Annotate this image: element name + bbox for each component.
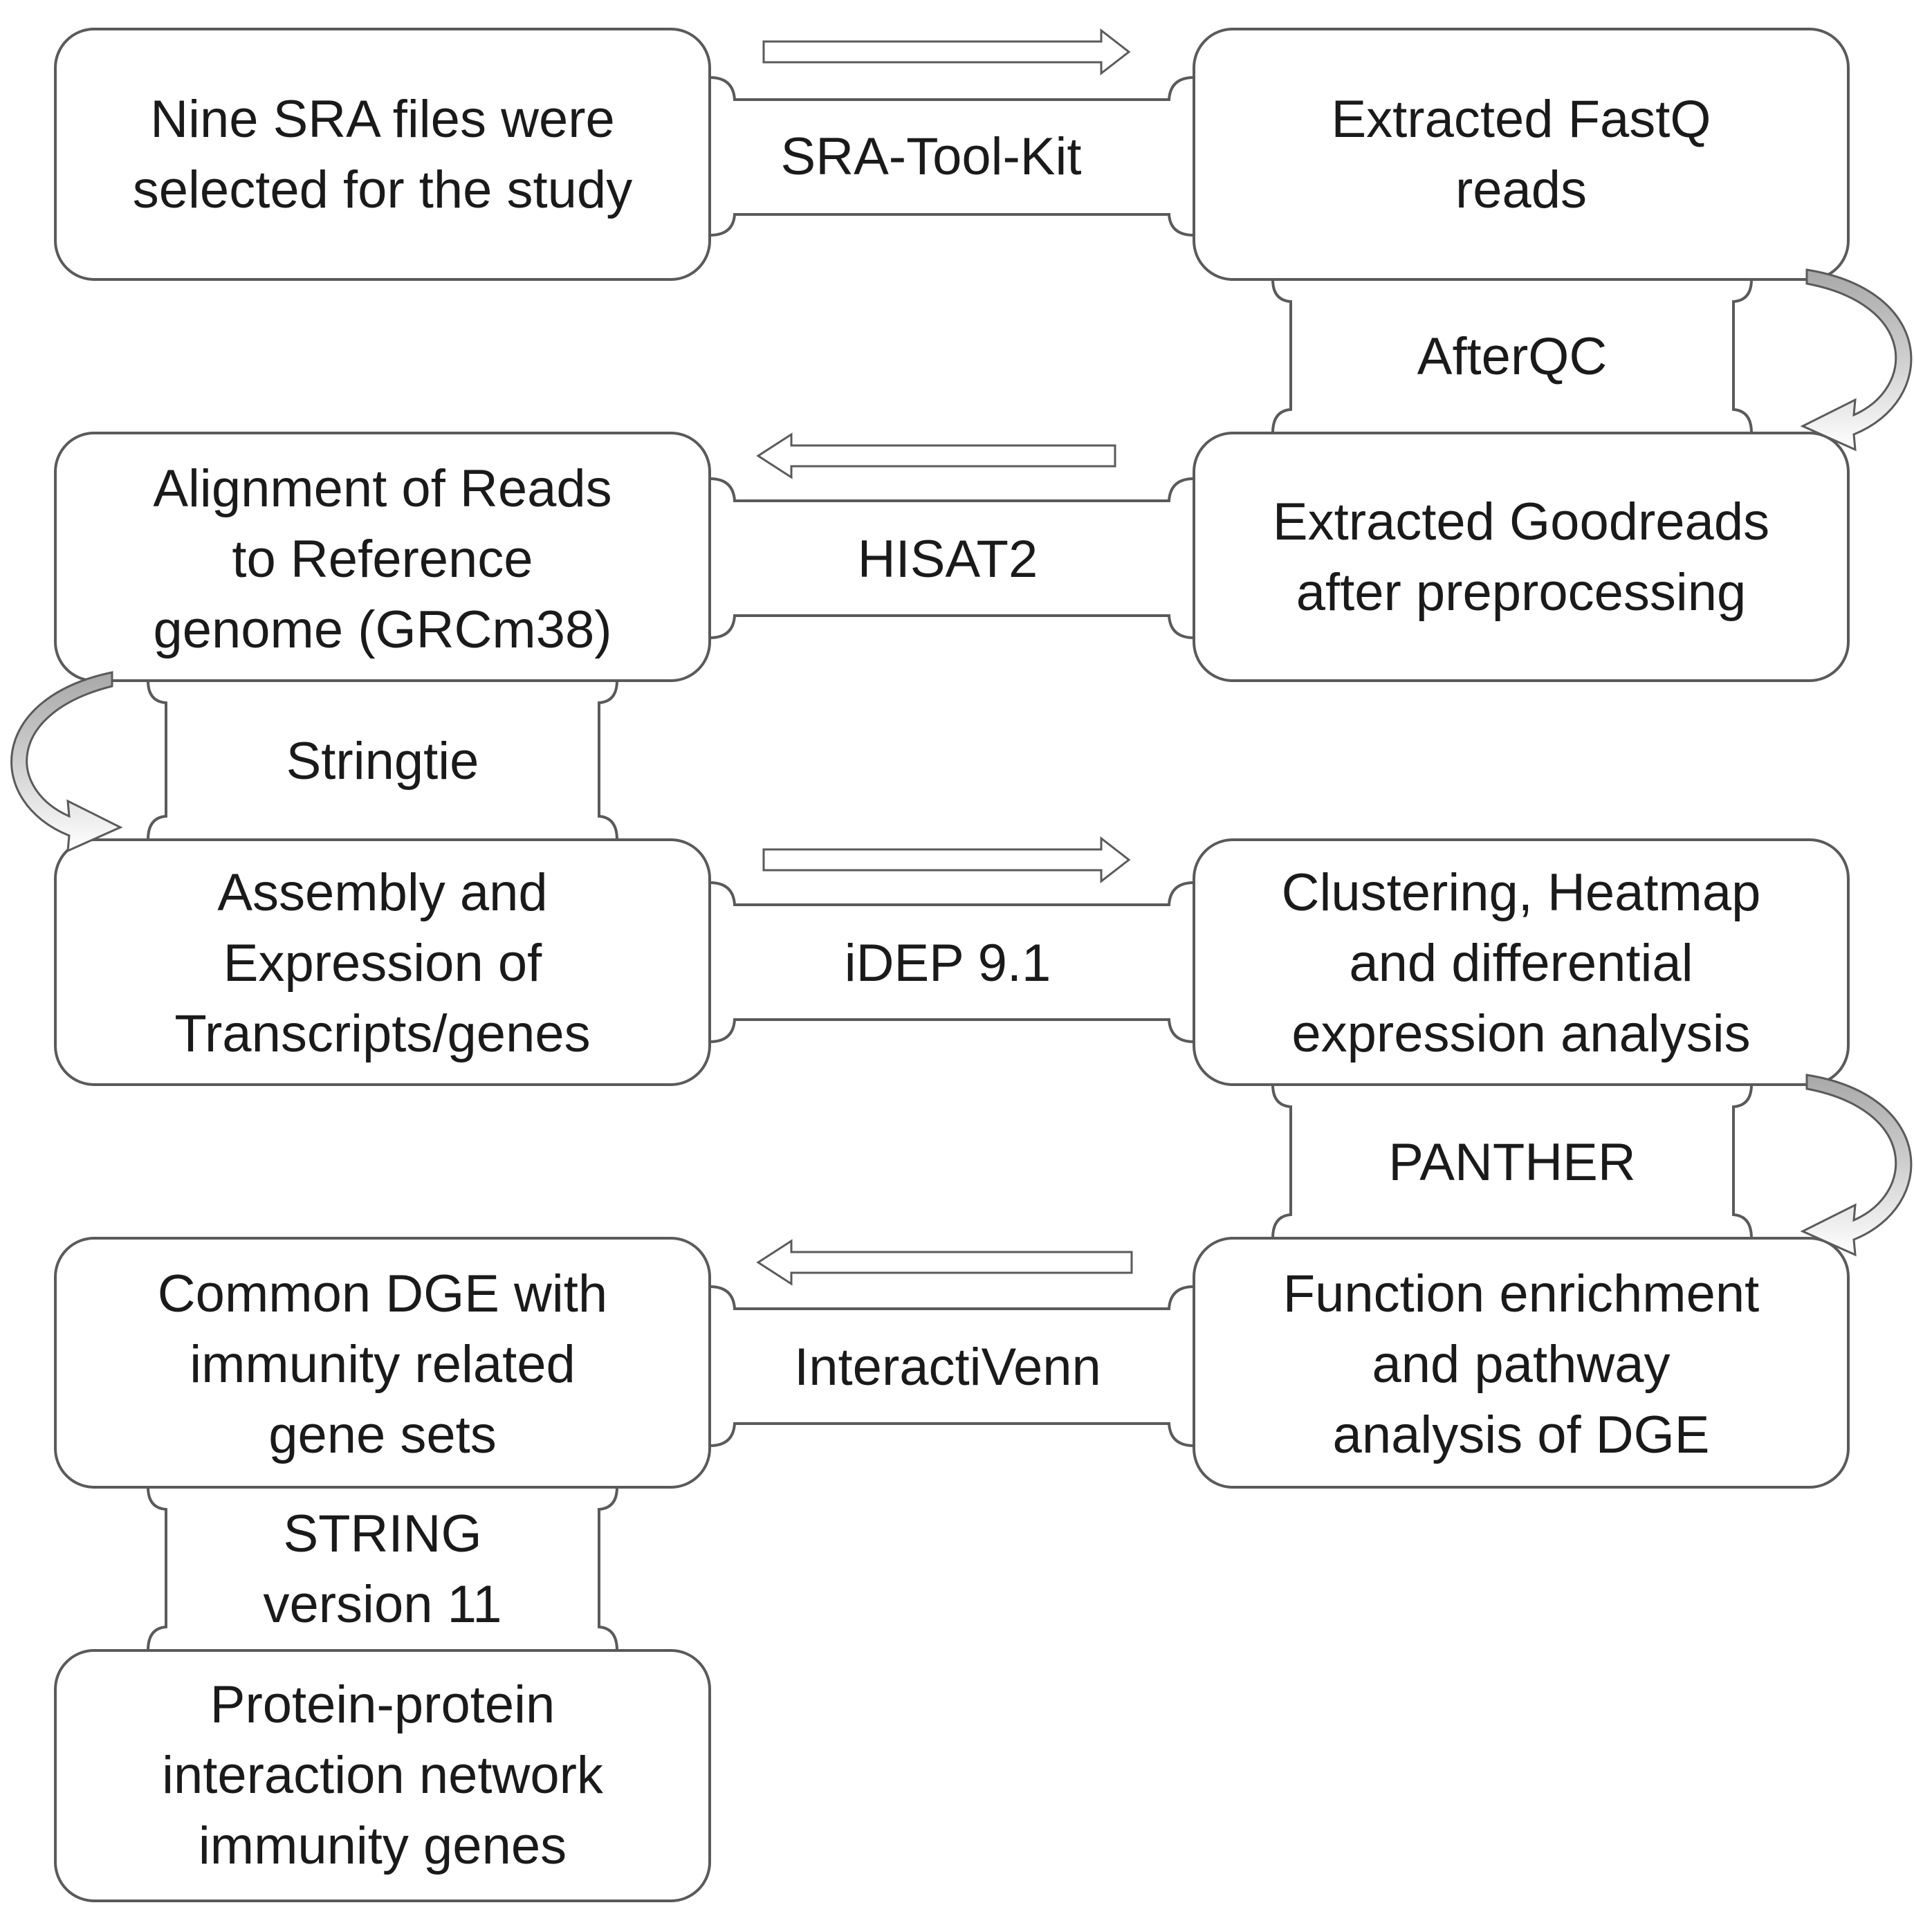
label-line: AfterQC [1417, 327, 1608, 386]
step-label-ppi: Protein-protein interaction network immuni… [162, 1675, 604, 1875]
arrow-left-icon [756, 1239, 1133, 1286]
label-line: Transcripts/genes [174, 1004, 590, 1063]
arrow-right-icon [762, 836, 1131, 884]
label-line: InteractiVenn [794, 1338, 1101, 1397]
step-box-goodreads [1193, 432, 1850, 682]
label-line: PANTHER [1388, 1133, 1636, 1192]
label-line: iDEP 9.1 [845, 934, 1051, 993]
step-box-enrichment [1193, 1237, 1850, 1489]
step-box-ppi [54, 1649, 711, 1902]
label-line: and differential [1349, 934, 1693, 993]
step-box-fastq [1193, 28, 1850, 281]
label-line: Clustering, Heatmap [1282, 863, 1761, 922]
tool-label-hisat2: HISAT2 [858, 530, 1038, 589]
label-line: immunity genes [199, 1816, 567, 1875]
curved-arrow-down-icon [10, 671, 123, 853]
tool-label-idep: iDEP 9.1 [845, 934, 1051, 993]
label-line: and pathway [1372, 1335, 1671, 1394]
label-line: after preprocessing [1296, 563, 1747, 622]
label-line: Stringtie [286, 732, 479, 791]
step-label-alignment: Alignment of Reads to Reference genome (GR… [153, 459, 611, 659]
label-line: gene sets [268, 1406, 497, 1464]
curved-arrow-down-icon [1800, 1074, 1913, 1257]
label-line: HISAT2 [858, 530, 1038, 589]
step-box-alignment [54, 432, 711, 682]
label-line: SRA-Tool-Kit [781, 127, 1082, 186]
label-line: Alignment of Reads [153, 459, 611, 518]
label-line: Function enrichment [1283, 1264, 1760, 1323]
tool-label-sra-toolkit: SRA-Tool-Kit [781, 127, 1082, 186]
step-box-assembly [54, 838, 711, 1086]
tool-label-interactivenn: InteractiVenn [794, 1338, 1101, 1397]
step-label-fastq: Extracted FastQ reads [1331, 90, 1711, 219]
label-line: Protein-protein [210, 1675, 555, 1734]
label-line: Expression of [223, 934, 542, 993]
tool-label-afterqc: AfterQC [1417, 327, 1608, 386]
step-box-clustering [1193, 838, 1850, 1086]
step-label-goodreads: Extracted Goodreads after preprocessing [1273, 493, 1769, 622]
step-box-sra-files [54, 28, 711, 281]
step-label-enrichment: Function enrichment and pathway analysis o… [1283, 1264, 1760, 1464]
curved-arrow-down-icon [1800, 268, 1913, 452]
label-line: interaction network [162, 1746, 604, 1805]
arrow-right-icon [762, 28, 1131, 76]
label-line: Assembly and [217, 863, 547, 922]
tool-label-stringtie: Stringtie [286, 732, 479, 791]
label-line: to Reference [232, 530, 533, 589]
step-label-clustering: Clustering, Heatmap and differential expre… [1282, 863, 1761, 1063]
label-line: STRING [283, 1505, 481, 1563]
label-line: selected for the study [133, 160, 632, 219]
label-line: version 11 [263, 1575, 501, 1634]
label-line: Common DGE with [158, 1264, 607, 1323]
label-line: reads [1455, 160, 1587, 219]
label-line: immunity related [190, 1335, 576, 1394]
step-label-sra-files: Nine SRA files were selected for the stud… [133, 90, 632, 219]
label-line: expression analysis [1291, 1004, 1750, 1063]
label-line: Extracted Goodreads [1273, 493, 1769, 551]
tool-label-panther: PANTHER [1388, 1133, 1636, 1192]
label-line: Extracted FastQ [1331, 90, 1711, 149]
tool-label-string: STRING version 11 [263, 1505, 501, 1634]
label-line: analysis of DGE [1333, 1406, 1710, 1464]
step-box-common-dge [54, 1237, 711, 1489]
arrow-left-icon [756, 432, 1116, 479]
label-line: Nine SRA files were [150, 90, 615, 149]
step-label-common-dge: Common DGE with immunity related gene sets [158, 1264, 607, 1464]
label-line: genome (GRCm38) [153, 600, 611, 659]
